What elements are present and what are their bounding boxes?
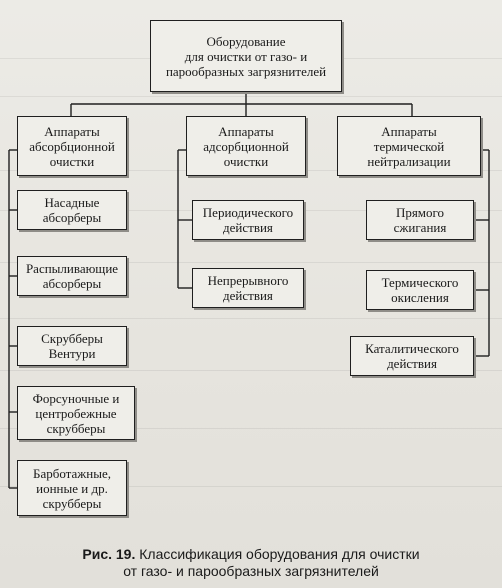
category-absorption: Аппараты абсорбционной очистки (17, 116, 127, 176)
node-continuous-action: Непрерывного действия (192, 268, 304, 308)
node-packed-absorbers: Насадные абсорберы (17, 190, 127, 230)
node-thermal-oxidation: Термического окисления (366, 270, 474, 310)
caption-line-1: Классификация оборудования для очистки (139, 546, 420, 562)
category-thermal: Аппараты термической нейтрализации (337, 116, 481, 176)
category-adsorption: Аппараты адсорбционной очистки (186, 116, 306, 176)
node-periodic-action: Периодического действия (192, 200, 304, 240)
node-direct-combustion: Прямого сжигания (366, 200, 474, 240)
node-catalytic-action: Каталитического действия (350, 336, 474, 376)
figure-label: Рис. 19. (82, 546, 136, 562)
node-spray-absorbers: Распыливающие абсорберы (17, 256, 127, 296)
node-venturi-scrubbers: Скрубберы Вентури (17, 326, 127, 366)
caption-line-2: от газо- и парообразных загрязнителей (123, 563, 379, 579)
node-nozzle-centrifugal-scrubbers: Форсуночные и центробежные скрубберы (17, 386, 135, 440)
root-node: Оборудование для очистки от газо- и паро… (150, 20, 342, 92)
node-bubbling-ionic-scrubbers: Барботажные, ионные и др. скрубберы (17, 460, 127, 516)
figure-caption: Рис. 19. Классификация оборудования для … (0, 546, 502, 580)
